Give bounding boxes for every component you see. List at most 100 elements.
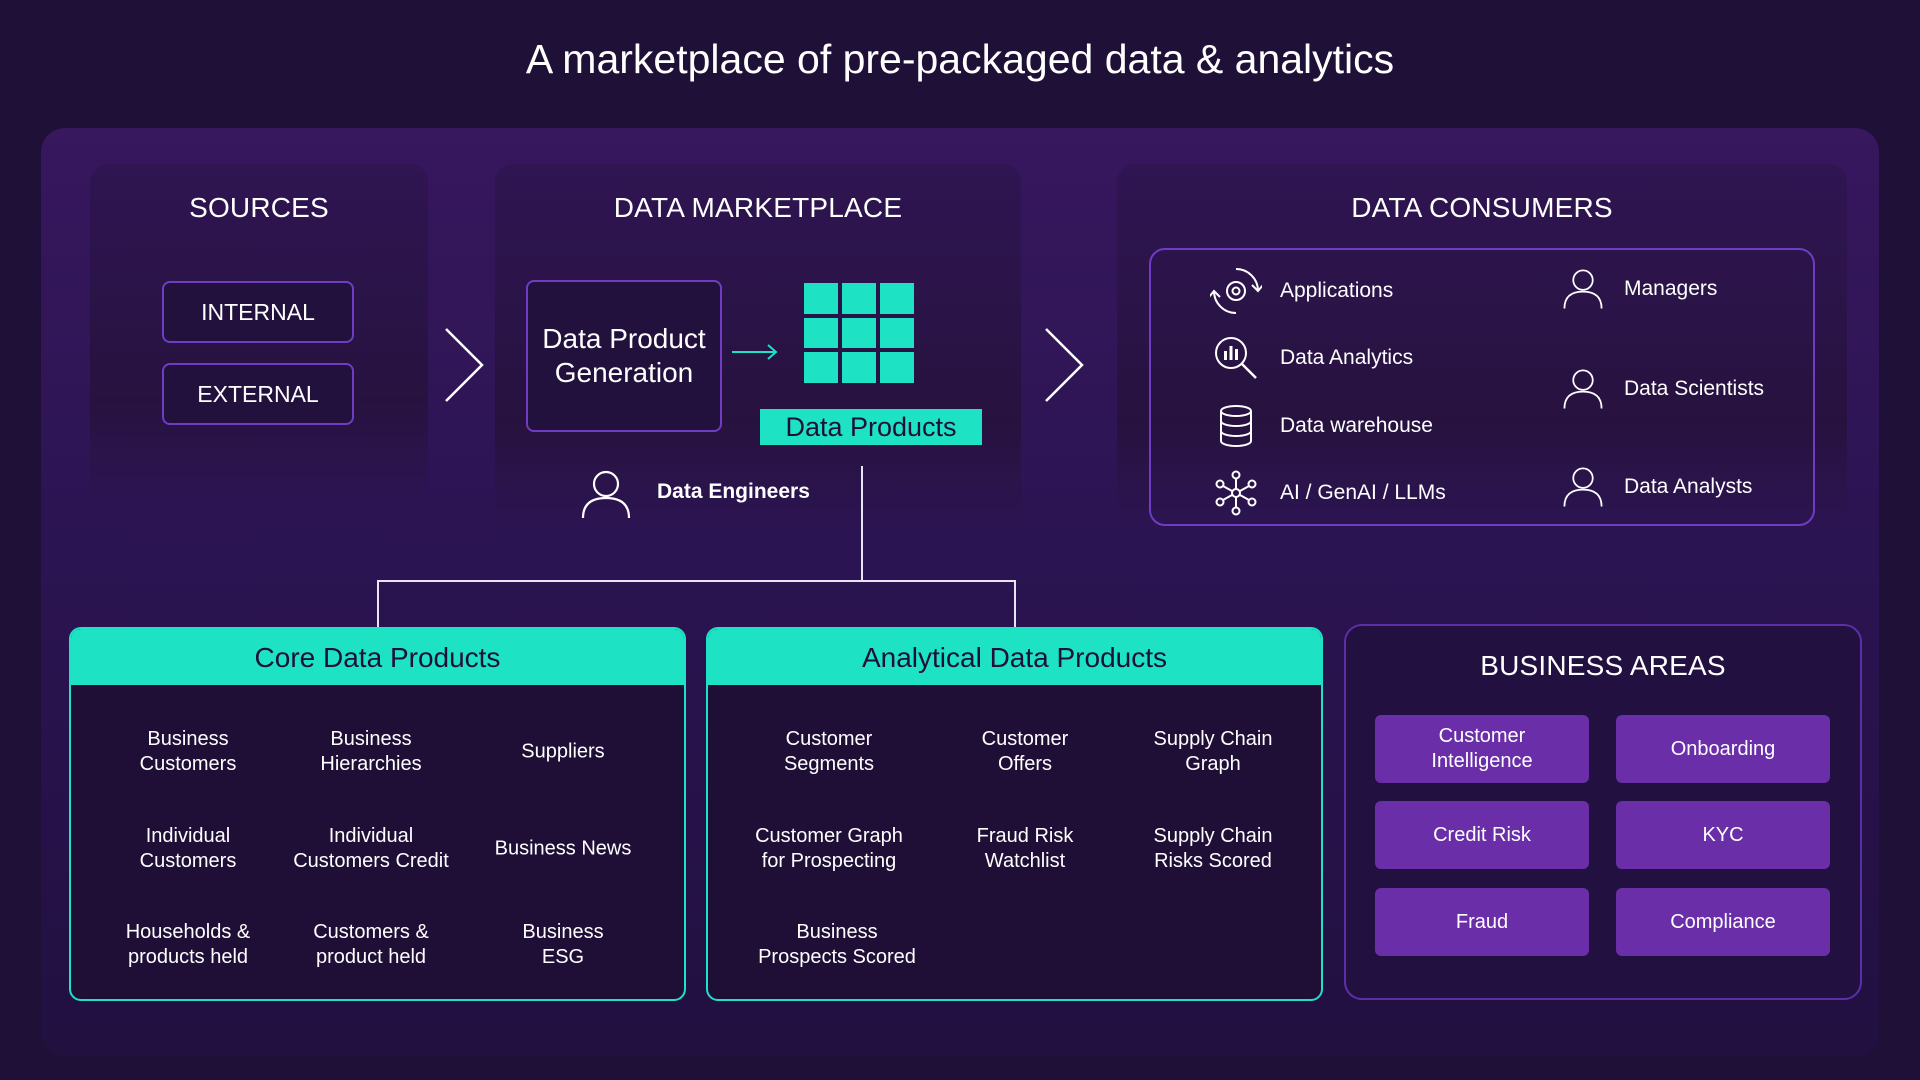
core-product-line: Customers Credit (293, 850, 449, 872)
data-engineers-label: Data Engineers (657, 480, 810, 503)
business-area-label: Fraud (1455, 910, 1509, 933)
business-area-label: Compliance (1670, 910, 1776, 933)
core-product-line: Business News (494, 837, 632, 860)
core-product-item[interactable]: Households & products held (126, 920, 251, 970)
business-area-button[interactable]: Compliance (1616, 888, 1830, 956)
core-product-line: Individual (328, 825, 414, 847)
network-nodes-icon (1215, 470, 1257, 516)
business-area-button[interactable]: Credit Risk (1375, 801, 1589, 869)
business-area-label: Customer (1438, 725, 1526, 747)
gear-cycle-icon (1210, 268, 1262, 314)
connector-line (377, 580, 1016, 582)
business-area-label: KYC (1702, 823, 1744, 846)
consumer-label: Data Scientists (1624, 377, 1765, 400)
business-area-button[interactable]: KYC (1616, 801, 1830, 869)
analytical-product-item[interactable]: Customer Graph for Prospecting (755, 824, 903, 874)
core-product-line: Business (330, 728, 412, 750)
core-product-line: Customers (139, 850, 237, 872)
analytical-product-line: Offers (997, 753, 1053, 775)
analytical-data-products-title: Analytical Data Products (708, 629, 1321, 685)
analytical-product-line: Supply Chain (1153, 728, 1273, 750)
core-data-products-title: Core Data Products (71, 629, 684, 685)
source-internal-box[interactable]: INTERNAL (162, 281, 354, 343)
analytical-product-line: Prospects Scored (758, 946, 916, 968)
page-title: A marketplace of pre-packaged data & ana… (525, 36, 1395, 82)
core-product-line: Suppliers (521, 740, 605, 763)
consumer-data-scientists[interactable]: Data Scientists (1560, 366, 1764, 412)
source-external-box[interactable]: EXTERNAL (162, 363, 354, 425)
core-data-products-card: Core Data Products (69, 627, 686, 1001)
analytical-product-line: Business (796, 921, 878, 943)
core-product-line: Business (147, 728, 229, 750)
data-products-grid-icon (804, 283, 914, 383)
arrow-right-icon (732, 344, 778, 360)
marketplace-title: DATA MARKETPLACE (613, 192, 903, 223)
database-icon (1220, 405, 1252, 447)
flow-chevron-icon (1045, 328, 1084, 402)
consumer-label: Applications (1280, 279, 1394, 302)
business-area-button[interactable]: Onboarding (1616, 715, 1830, 783)
data-engineers-person-icon (581, 470, 631, 519)
core-product-line: products held (127, 946, 249, 968)
analytical-data-products-card: Analytical Data Products (706, 627, 1323, 1001)
business-area-label: Credit Risk (1433, 823, 1531, 846)
analytical-product-line: Supply Chain (1153, 825, 1273, 847)
person-icon (1563, 467, 1603, 507)
connector-line (377, 580, 379, 628)
analytical-product-line: for Prospecting (761, 850, 897, 872)
core-product-line: Customers & (313, 921, 429, 943)
core-product-line: Individual (145, 825, 231, 847)
business-area-button[interactable]: Fraud (1375, 888, 1589, 956)
marketplace-panel: DATA MARKETPLACE (495, 164, 1021, 534)
business-area-label: Intelligence (1431, 750, 1533, 772)
consumers-title: DATA CONSUMERS (1351, 192, 1613, 223)
consumer-label: Data warehouse (1280, 414, 1433, 437)
data-product-generation-box[interactable]: Data Product Generation (526, 280, 722, 432)
core-product-line: Customers (139, 753, 237, 775)
connector-line (861, 466, 863, 582)
core-product-line: Hierarchies (320, 753, 422, 775)
core-product-item[interactable]: Suppliers (521, 740, 604, 765)
core-product-line: product held (315, 946, 427, 968)
business-areas-title: BUSINESS AREAS (1480, 650, 1726, 681)
consumer-data-warehouse[interactable]: Data warehouse (1210, 400, 1433, 452)
analytics-magnifier-icon (1215, 337, 1257, 379)
analytical-product-line: Customer Graph (755, 825, 903, 847)
analytical-product-line: Fraud Risk (976, 825, 1074, 847)
consumer-managers[interactable]: Managers (1560, 266, 1717, 312)
consumer-ai-genai-llms[interactable]: AI / GenAI / LLMs (1210, 467, 1446, 519)
analytical-product-line: Graph (1185, 753, 1241, 775)
consumer-applications[interactable]: Applications (1210, 265, 1393, 317)
person-icon (1563, 269, 1603, 309)
core-product-line: Households & (125, 921, 251, 943)
person-icon (1563, 369, 1603, 409)
flow-chevron-icon (445, 328, 484, 402)
analytical-product-line: Risks Scored (1154, 850, 1272, 872)
core-product-item[interactable]: Customers & product held (313, 920, 429, 970)
consumer-data-analysts[interactable]: Data Analysts (1560, 464, 1752, 510)
consumer-label: Data Analysts (1624, 475, 1753, 498)
data-products-label[interactable]: Data Products (760, 409, 982, 445)
core-product-line: Business (522, 921, 604, 943)
core-product-item[interactable]: Business News (495, 837, 632, 862)
consumer-data-analytics[interactable]: Data Analytics (1210, 332, 1413, 384)
consumer-label: Managers (1624, 277, 1718, 300)
analytical-product-line: Customer (981, 728, 1069, 750)
sources-title: SOURCES (189, 192, 329, 223)
business-area-label: Onboarding (1670, 737, 1776, 760)
connector-line (1014, 580, 1016, 628)
analytical-product-line: Watchlist (984, 850, 1066, 872)
analytical-product-line: Customer (785, 728, 873, 750)
